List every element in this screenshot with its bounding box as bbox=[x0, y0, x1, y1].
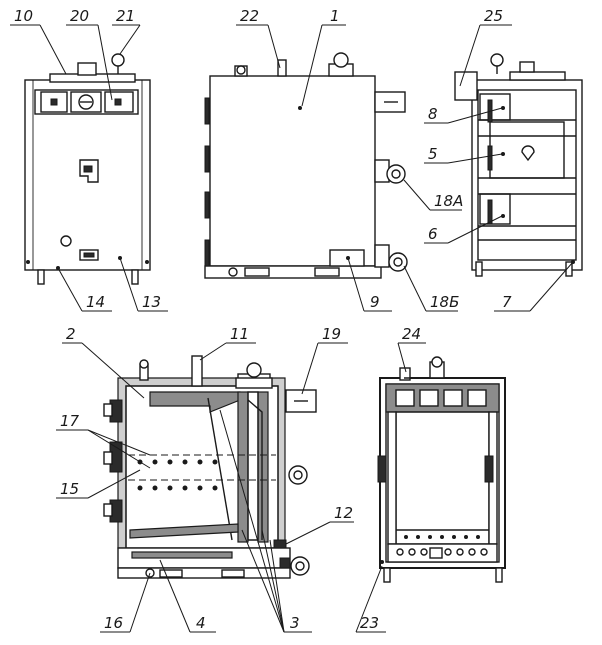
callout-3: 3 bbox=[290, 614, 300, 632]
callout-16: 16 bbox=[104, 614, 123, 632]
callout-18b: 18Б bbox=[430, 293, 459, 311]
callouts: 10 20 21 22 1 25 8 5 18А 6 14 13 9 18Б 7… bbox=[14, 7, 512, 632]
section-view bbox=[103, 355, 317, 579]
callout-4: 4 bbox=[196, 614, 206, 632]
ash-holes bbox=[396, 548, 488, 556]
callout-11: 11 bbox=[230, 325, 249, 343]
callout-5: 5 bbox=[428, 145, 438, 163]
callout-2: 2 bbox=[66, 325, 76, 343]
callout-23: 23 bbox=[360, 614, 379, 632]
callout-17: 17 bbox=[60, 412, 80, 430]
grate-dots bbox=[404, 535, 480, 539]
air-holes-lower bbox=[137, 485, 218, 491]
callout-6: 6 bbox=[428, 225, 438, 243]
air-holes-upper bbox=[137, 459, 218, 465]
callout-7: 7 bbox=[502, 293, 512, 311]
cross-section-view bbox=[377, 356, 506, 583]
callout-15: 15 bbox=[60, 480, 79, 498]
callout-13: 13 bbox=[142, 293, 161, 311]
front-view bbox=[24, 53, 151, 285]
callout-22: 22 bbox=[240, 7, 259, 25]
callout-19: 19 bbox=[322, 325, 341, 343]
callout-9: 9 bbox=[370, 293, 380, 311]
callout-18a: 18А bbox=[434, 192, 463, 210]
callout-1: 1 bbox=[330, 7, 340, 25]
side-view bbox=[204, 52, 408, 279]
callout-14: 14 bbox=[86, 293, 105, 311]
leader-lines bbox=[10, 24, 574, 633]
callout-10: 10 bbox=[14, 7, 33, 25]
callout-12: 12 bbox=[334, 504, 353, 522]
callout-24: 24 bbox=[402, 325, 421, 343]
callout-25: 25 bbox=[484, 7, 503, 25]
callout-21: 21 bbox=[116, 7, 135, 25]
rear-view bbox=[454, 53, 583, 277]
callout-20: 20 bbox=[70, 7, 89, 25]
callout-8: 8 bbox=[428, 105, 438, 123]
